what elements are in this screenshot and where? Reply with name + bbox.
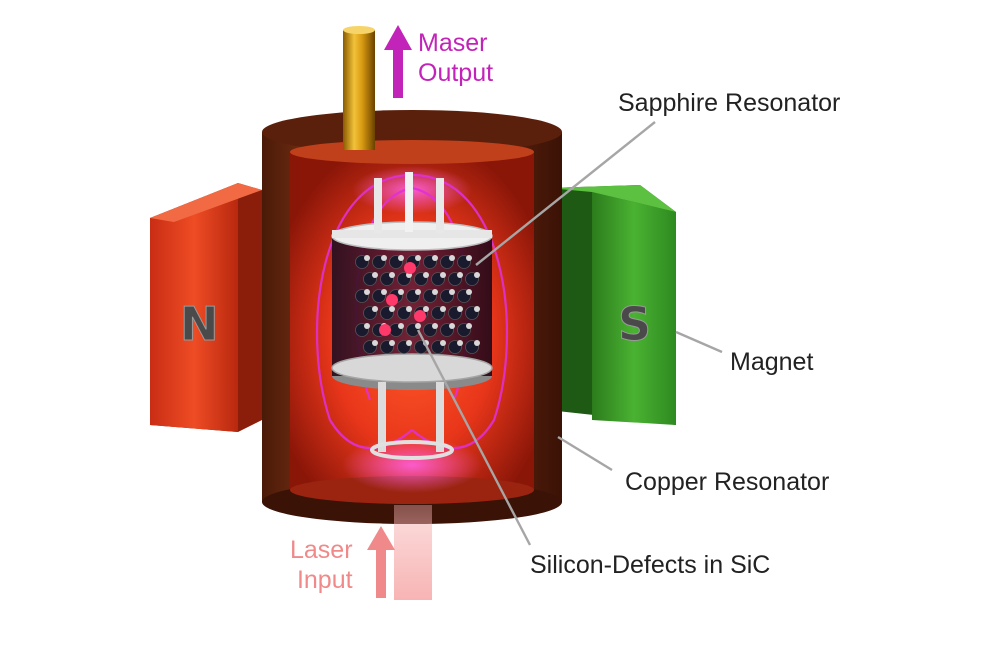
lattice-atom-small [364, 255, 370, 261]
lattice-atom-small [364, 289, 370, 295]
lattice-atom-small [423, 306, 429, 312]
lattice-atom-small [440, 340, 446, 346]
leader-lines [416, 121, 723, 546]
magnet-label: Magnet [730, 348, 814, 376]
maser-output-arrow [384, 25, 412, 98]
lattice-atom-small [466, 323, 472, 329]
sic-lattice [355, 255, 480, 354]
lattice-atom-small [466, 255, 472, 261]
lattice-atom-small [423, 272, 429, 278]
lattice-atom-small [449, 255, 455, 261]
sapphire-resonator [331, 172, 493, 460]
maser-output-label: Maser Output [418, 28, 493, 88]
lattice-atom-small [398, 323, 404, 329]
lattice-atom-small [432, 255, 438, 261]
lattice-atom-small [364, 323, 370, 329]
lattice-atom-small [466, 289, 472, 295]
lattice-atom-small [406, 306, 412, 312]
lattice-atom-small [415, 255, 421, 261]
silicon-defect [404, 262, 416, 274]
lattice-atom-small [381, 255, 387, 261]
lattice-atom-small [415, 323, 421, 329]
lattice-atom-small [457, 340, 463, 346]
silicon-defect [386, 294, 398, 306]
lattice-atom-small [474, 272, 480, 278]
lattice-atom-small [381, 289, 387, 295]
copper-resonator-label: Copper Resonator [625, 468, 830, 496]
laser-input-arrow [367, 526, 395, 598]
laser-input-line-1: Laser [290, 536, 353, 564]
lattice-atom-small [440, 272, 446, 278]
lattice-atom-small [432, 323, 438, 329]
south-magnet: S [548, 185, 676, 425]
lattice-atom-small [372, 306, 378, 312]
sapphire-resonator-label: Sapphire Resonator [618, 89, 841, 117]
lattice-atom-small [457, 272, 463, 278]
lattice-atom-small [457, 306, 463, 312]
north-magnet-label: N [180, 297, 219, 351]
lattice-atom-small [474, 340, 480, 346]
lattice-atom-small [372, 340, 378, 346]
lattice-atom-small [398, 289, 404, 295]
lattice-atom-small [406, 340, 412, 346]
laser-beam [394, 505, 432, 600]
silicon-defect [379, 324, 391, 336]
lattice-atom-small [389, 340, 395, 346]
lattice-atom-small [415, 289, 421, 295]
lattice-atom-small [398, 255, 404, 261]
lattice-atom-small [389, 306, 395, 312]
output-waveguide-rod [343, 26, 375, 150]
silicon-defects-label: Silicon-Defects in SiC [530, 551, 771, 579]
laser-input-label: Laser Input [290, 535, 353, 595]
silicon-defect [414, 310, 426, 322]
lattice-atom-small [372, 272, 378, 278]
laser-input-line-2: Input [296, 566, 353, 594]
south-magnet-label: S [618, 297, 651, 351]
maser-output-line-1: Maser [418, 29, 488, 57]
lattice-atom-small [440, 306, 446, 312]
lattice-atom-small [449, 323, 455, 329]
north-magnet: N [150, 183, 262, 432]
lattice-atom-small [474, 306, 480, 312]
lattice-atom-small [449, 289, 455, 295]
lattice-atom-small [389, 272, 395, 278]
maser-output-line-2: Output [418, 59, 494, 87]
lattice-atom-small [432, 289, 438, 295]
